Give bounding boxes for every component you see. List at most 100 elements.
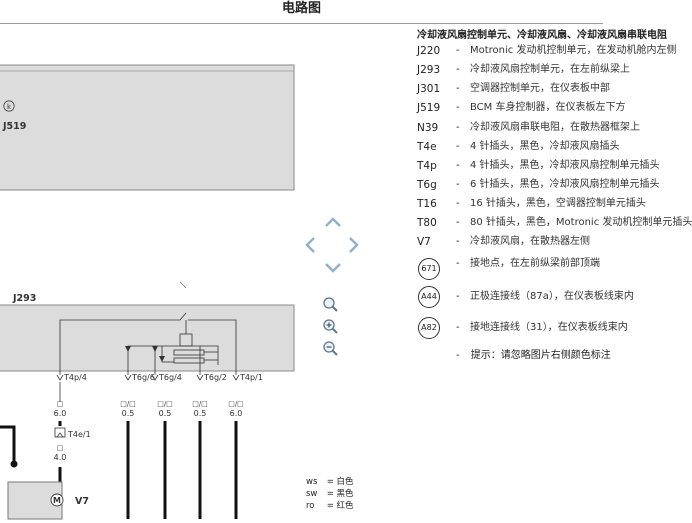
motor-icon	[50, 493, 64, 507]
chevron-right-icon	[349, 237, 359, 253]
zoom-in-button[interactable]	[322, 318, 340, 336]
legend-dash: -	[456, 45, 460, 56]
pin-label: T6g/4	[158, 373, 182, 382]
page-title: 电路图	[281, 1, 321, 16]
wire-color-label: □	[57, 444, 64, 452]
legend-dash: -	[456, 102, 460, 113]
chevron-up-icon	[325, 217, 341, 227]
legend-code: J301	[417, 83, 441, 95]
legend-text: 4 针插头，黑色，冷却液风扇插头	[470, 141, 620, 152]
pin-label: T6g/6	[131, 373, 155, 382]
color-code: sw	[306, 489, 318, 499]
j293-block	[0, 304, 295, 372]
wire-size-label: 6.0	[54, 409, 67, 418]
legend-code: T80	[417, 217, 437, 229]
legend-code: J293	[417, 64, 441, 76]
legend-text: 空调器控制单元，在仪表板中部	[470, 83, 610, 94]
wire-size-label: 0.5	[122, 409, 135, 418]
legend-dash: -	[456, 122, 460, 133]
legend-dash: -	[456, 258, 460, 269]
color-name: 白色	[336, 477, 354, 487]
legend-text: 正极连接线（87a），在仪表板线束内	[470, 291, 634, 302]
chevron-down-icon	[325, 263, 341, 273]
pin-label: T6g/2	[203, 373, 227, 382]
connection-badge: A44	[418, 286, 440, 308]
color-code: ws	[306, 477, 318, 487]
diode-icon	[152, 346, 158, 352]
legend-text: Motronic 发动机控制单元，在发动机舱内左侧	[470, 45, 677, 56]
k-symbol: k	[7, 103, 12, 111]
legend-code: J519	[417, 102, 441, 114]
j519-block	[0, 64, 295, 191]
v7-label: V7	[75, 496, 89, 507]
legend-dash: -	[456, 179, 460, 190]
wire-color-label: □/□	[192, 400, 208, 408]
legend-dash: -	[456, 236, 460, 247]
legend-dash: -	[456, 291, 460, 302]
legend-dash: -	[456, 350, 460, 361]
key-equals: =	[324, 489, 337, 499]
pan-right-button[interactable]	[345, 235, 361, 255]
legend-code: T4e	[417, 141, 437, 153]
wire-color-label: □/□	[228, 400, 244, 408]
color-name: 红色	[336, 501, 354, 511]
legend-text: 冷却液风扇控制单元，在左前纵梁上	[470, 64, 630, 75]
diode-icon	[125, 346, 131, 352]
legend-dash: -	[456, 198, 460, 209]
j293-label: J293	[12, 293, 36, 304]
pan-up-button[interactable]	[323, 215, 343, 231]
j293-internal-circuit	[59, 312, 237, 375]
zoom-in-icon	[323, 319, 338, 334]
k-symbol-icon	[3, 100, 15, 112]
note-text: 提示：请忽略图片右侧颜色标注	[470, 350, 611, 361]
magnifier-icon	[323, 297, 338, 312]
pan-left-button[interactable]	[303, 235, 319, 255]
legend-text: 冷却液风扇，在散热器左侧	[470, 236, 590, 247]
connector-label: T4e/1	[67, 430, 91, 439]
wire-color-label: □	[57, 400, 64, 408]
color-key-row: ro = 红色	[306, 500, 406, 512]
wire-size-label: 0.5	[159, 409, 172, 418]
legend-text: 4 针插头，黑色，冷却液风扇控制单元插头	[470, 160, 660, 171]
legend-note: - 提示：请忽略图片右侧颜色标注	[456, 350, 611, 362]
zoom-out-button[interactable]	[322, 340, 340, 358]
component-legend: 冷却液风扇控制单元、冷却液风扇、冷却液风扇串联电阻 J220 - Motroni…	[412, 24, 692, 374]
zoom-out-icon	[323, 341, 338, 356]
pan-down-button[interactable]	[323, 259, 343, 275]
legend-dash: -	[456, 141, 460, 152]
legend-dash: -	[456, 83, 460, 94]
legend-code: T4p	[417, 160, 437, 172]
color-name: 黑色	[336, 489, 354, 499]
junction-dot	[10, 460, 18, 468]
wire-size-label: 6.0	[230, 409, 243, 418]
pin-label: T4p/4	[63, 373, 87, 382]
wire-color-label: □/□	[157, 400, 173, 408]
key-equals: =	[324, 501, 337, 511]
legend-text: 80 针插头，黑色，Motronic 发动机控制单元插头	[470, 217, 692, 228]
header-divider	[0, 23, 603, 24]
ground-point-badge: 671	[418, 258, 440, 280]
wires	[0, 421, 238, 519]
legend-text: 接地连接线（31），在仪表板线束内	[470, 322, 628, 333]
legend-code: N39	[417, 122, 439, 134]
pin-label: T4p/1	[239, 373, 263, 382]
legend-code: T6g	[417, 179, 437, 191]
wire-size-label: 0.5	[194, 409, 207, 418]
motor-symbol: M	[53, 496, 61, 505]
legend-dash: -	[456, 160, 460, 171]
zoom-fit-button[interactable]	[322, 296, 340, 314]
j519-label: J519	[2, 121, 26, 132]
key-equals: =	[324, 477, 337, 487]
wire-size-label: 4.0	[54, 453, 67, 462]
legend-title: 冷却液风扇控制单元、冷却液风扇、冷却液风扇串联电阻	[417, 30, 667, 41]
t4e-connector	[54, 427, 66, 438]
legend-dash: -	[456, 217, 460, 228]
circuit-diagram[interactable]: k J519 J293	[0, 24, 300, 520]
pin-markers	[56, 374, 240, 381]
legend-text: BCM 车身控制器，在仪表板左下方	[470, 102, 626, 113]
legend-text: 冷却液风扇串联电阻，在散热器框架上	[470, 122, 640, 133]
legend-code: J220	[417, 45, 441, 57]
legend-text: 6 针插头，黑色，冷却液风扇控制单元插头	[470, 179, 660, 190]
legend-dash: -	[456, 322, 460, 333]
color-key-row: sw = 黑色	[306, 488, 406, 500]
